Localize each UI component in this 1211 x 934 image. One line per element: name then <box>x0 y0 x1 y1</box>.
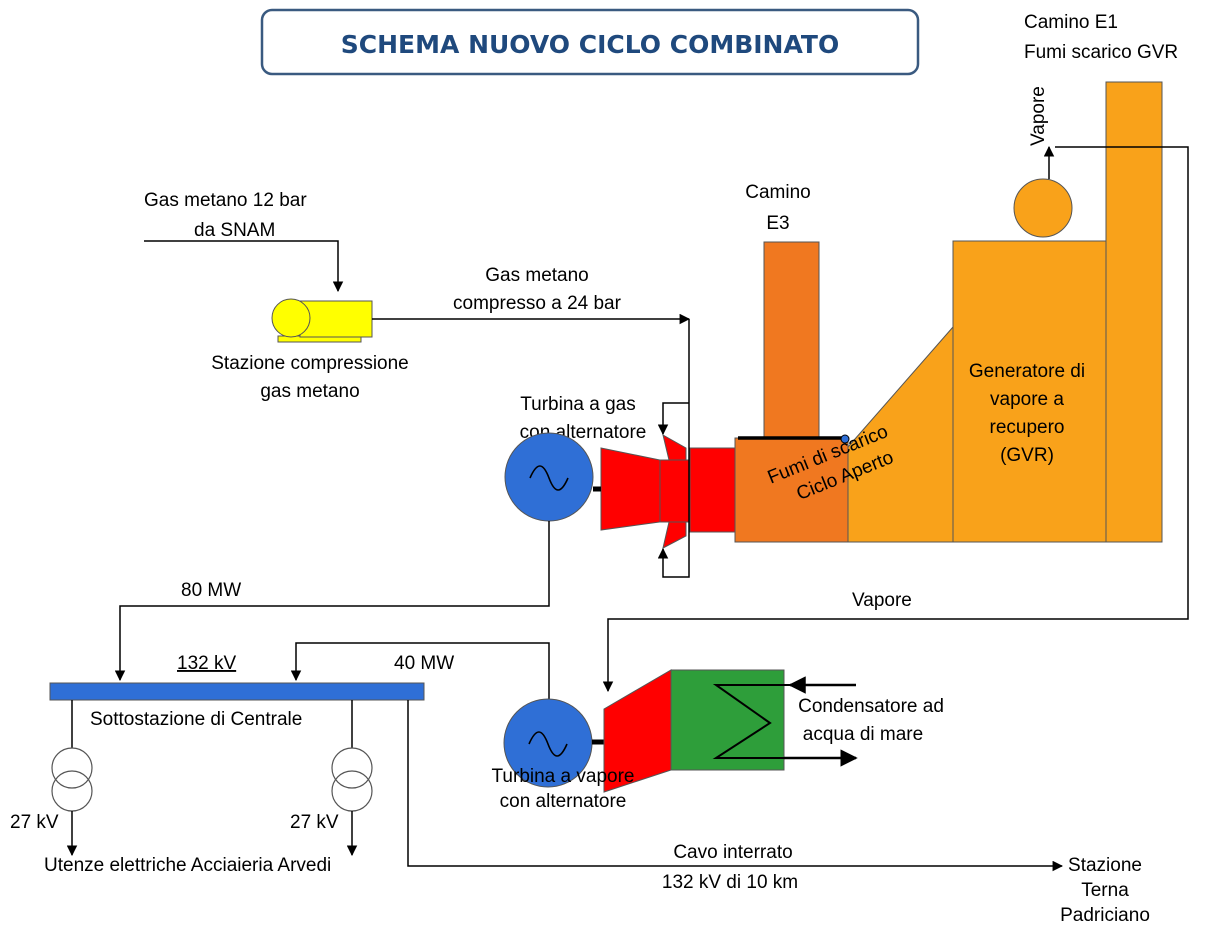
open-cycle-exhaust-box <box>734 437 849 543</box>
steam-line <box>602 146 1189 693</box>
gas-compressed-label-2: compresso a 24 bar <box>453 293 622 314</box>
tx2-voltage-label: 27 kV <box>290 812 339 833</box>
transformer-2-upper <box>331 747 373 789</box>
camino-e1-chimney <box>1105 81 1163 543</box>
diagram-title: SCHEMA NUOVO CICLO COMBINATO <box>341 30 839 59</box>
cable-label-1: Cavo interrato <box>673 842 792 863</box>
title-box <box>260 8 920 76</box>
users-label: Utenze elettriche Acciaieria Arvedi <box>44 855 331 876</box>
st-generator-sine-icon <box>528 731 568 757</box>
busbar <box>49 682 425 701</box>
compressor-body <box>299 300 373 338</box>
camino-e3-label-1: Camino <box>745 182 810 203</box>
terna-label-1: Stazione <box>1068 855 1142 876</box>
bus-voltage-label: 132 kV <box>177 653 236 674</box>
transformer-1-lower <box>51 770 93 812</box>
hrsg-label-4: (GVR) <box>1000 445 1054 466</box>
gt-power-label: 80 MW <box>181 580 241 601</box>
combustor-top-fin <box>662 433 687 461</box>
gas-feed-line <box>657 319 690 578</box>
cable-label-2: 132 kV di 10 km <box>662 872 798 893</box>
hrsg-label-3: recupero <box>990 417 1065 438</box>
steam-turbine-label-2: con alternatore <box>500 791 627 812</box>
gas-turbine-combustor <box>659 459 691 523</box>
compressor-motor <box>271 298 311 338</box>
gas-turbine-compressor <box>600 447 661 531</box>
gas-feed-top-line <box>657 402 689 436</box>
gt-power-line <box>114 521 550 682</box>
hrsg-body <box>952 240 1107 543</box>
tx1-voltage-label: 27 kV <box>10 812 59 833</box>
transformer-1-upper <box>51 747 93 789</box>
condenser-coil-icon <box>712 684 856 759</box>
st-power-line <box>290 642 550 709</box>
gas-turbine-expander <box>689 447 736 533</box>
steam-turbine-label-1: Turbina a vapore <box>492 766 635 787</box>
camino-e1-label-1: Camino E1 <box>1024 12 1118 33</box>
cable-line <box>407 700 1064 872</box>
gas-compressed-label-1: Gas metano <box>485 265 589 286</box>
gas-input-label-2: da SNAM <box>194 220 275 241</box>
gas-input-label-1: Gas metano 12 bar <box>144 190 307 211</box>
camino-e1-label-2: Fumi scarico GVR <box>1024 42 1178 63</box>
substation-label: Sottostazione di Centrale <box>90 709 302 730</box>
damper-pivot <box>840 434 850 444</box>
condenser-label-2: acqua di mare <box>803 724 923 745</box>
vapore-horizontal-label: Vapore <box>852 590 912 611</box>
terna-label-2: Terna <box>1081 880 1129 901</box>
combustor-bottom-fin <box>662 521 687 549</box>
transformer-2-lower <box>331 770 373 812</box>
condenser-label-1: Condensatore ad <box>798 696 944 717</box>
st-power-label: 40 MW <box>394 653 454 674</box>
snam-gas-line <box>144 240 344 293</box>
gt-generator-sine-icon <box>529 465 569 491</box>
vapore-vertical-label: Vapore <box>1028 86 1049 146</box>
steam-drum <box>1013 178 1073 238</box>
compressor-label-2: gas metano <box>260 381 359 402</box>
gas-turbine-label-1: Turbina a gas <box>520 394 635 415</box>
terna-label-3: Padriciano <box>1060 905 1150 926</box>
compressor-label-1: Stazione compressione <box>211 353 409 374</box>
camino-e3-label-2: E3 <box>766 213 789 234</box>
hrsg-label-1: Generatore di <box>969 361 1085 382</box>
camino-e3-chimney <box>763 241 820 440</box>
hrsg-label-2: vapore a <box>990 389 1064 410</box>
